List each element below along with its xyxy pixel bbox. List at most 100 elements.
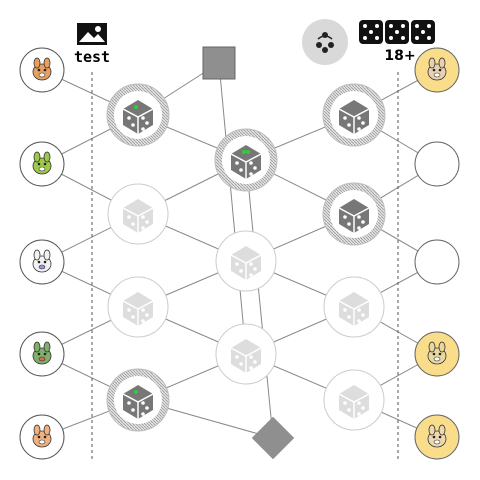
die-pip bbox=[361, 406, 365, 410]
die-pip bbox=[131, 408, 135, 412]
player-bird[interactable] bbox=[19, 141, 65, 187]
die-pip bbox=[127, 308, 131, 312]
animal-eye bbox=[43, 68, 47, 72]
animal-ear bbox=[43, 424, 51, 436]
die-pip bbox=[357, 308, 361, 312]
reward-4[interactable] bbox=[414, 331, 460, 377]
dice-node-c1-r1[interactable] bbox=[106, 83, 170, 147]
goal-square[interactable] bbox=[202, 46, 236, 80]
goal-diamond[interactable] bbox=[251, 416, 295, 460]
reward-1[interactable] bbox=[414, 47, 460, 93]
dice-node-c2-r3[interactable] bbox=[215, 323, 277, 385]
animal-snout bbox=[433, 356, 441, 362]
animal-snout bbox=[38, 166, 46, 172]
animal-ear bbox=[33, 151, 41, 163]
green-pip bbox=[134, 105, 138, 109]
dog-reward-icon bbox=[427, 57, 447, 81]
player-bunny[interactable] bbox=[19, 239, 65, 285]
right-label: 18+ bbox=[384, 48, 416, 64]
dice-node-c1-r4[interactable] bbox=[106, 368, 170, 432]
reward-3[interactable] bbox=[414, 239, 460, 285]
die-pip bbox=[249, 161, 253, 165]
die-pip bbox=[347, 222, 351, 226]
animal-eye bbox=[432, 68, 436, 72]
die-pip bbox=[127, 401, 131, 405]
reward-slot bbox=[414, 141, 460, 187]
die-pip bbox=[239, 168, 243, 172]
left-label: test bbox=[73, 48, 111, 66]
dice-node-c3-r3[interactable] bbox=[323, 276, 385, 338]
mode-button[interactable] bbox=[302, 19, 348, 65]
divider-layer bbox=[91, 72, 399, 462]
animal-eye bbox=[432, 435, 436, 439]
player-dog[interactable] bbox=[19, 47, 65, 93]
die-pip bbox=[141, 319, 145, 323]
player-turtle[interactable] bbox=[19, 331, 65, 377]
animal-eye bbox=[43, 435, 47, 439]
connector-line bbox=[218, 62, 249, 355]
animal-eye bbox=[37, 352, 41, 356]
die-pip bbox=[127, 116, 131, 120]
animal-ear bbox=[428, 341, 436, 353]
die-pip bbox=[239, 362, 243, 366]
die-pip bbox=[343, 401, 347, 405]
animal-snout bbox=[38, 356, 46, 362]
die-pip bbox=[131, 315, 135, 319]
animal-eye bbox=[37, 260, 41, 264]
die-pip bbox=[145, 313, 149, 317]
animal-ear bbox=[428, 57, 436, 69]
die-pip bbox=[235, 355, 239, 359]
die-pip bbox=[141, 401, 145, 405]
player-cat[interactable] bbox=[19, 414, 65, 460]
die-pip bbox=[239, 269, 243, 273]
cat-icon bbox=[32, 424, 52, 448]
animal-ear bbox=[33, 341, 41, 353]
green-pip bbox=[134, 390, 138, 394]
animal-ear bbox=[438, 424, 446, 436]
dice-node-c1-r3[interactable] bbox=[107, 276, 169, 338]
dice-counter bbox=[358, 18, 436, 46]
animal-ear bbox=[43, 57, 51, 69]
reward-5[interactable] bbox=[414, 414, 460, 460]
community-dots-icon bbox=[316, 32, 334, 53]
dice-icon bbox=[411, 20, 435, 44]
animal-snout bbox=[433, 439, 441, 445]
connector-line bbox=[245, 159, 276, 439]
die-pip bbox=[361, 313, 365, 317]
animal-snout bbox=[38, 439, 46, 445]
animal-eye bbox=[438, 435, 442, 439]
die-pip bbox=[249, 273, 253, 277]
animal-ear bbox=[43, 341, 51, 353]
die-pip bbox=[141, 127, 145, 131]
die-pip bbox=[235, 161, 239, 165]
dice-node-c3-r1[interactable] bbox=[322, 83, 386, 147]
animal-snout bbox=[38, 264, 46, 270]
dice-node-c3-r2[interactable] bbox=[322, 182, 386, 246]
dice-node-c2-r1[interactable] bbox=[214, 128, 278, 192]
image-icon bbox=[76, 22, 108, 46]
die-pip bbox=[343, 308, 347, 312]
die-pip bbox=[127, 215, 131, 219]
dice-icon bbox=[385, 20, 409, 44]
die-pip bbox=[131, 222, 135, 226]
die-pip bbox=[343, 215, 347, 219]
bird-reward-icon bbox=[427, 341, 447, 365]
die-pip bbox=[357, 226, 361, 230]
die-pip bbox=[357, 319, 361, 323]
dice-node-c3-r4[interactable] bbox=[323, 369, 385, 431]
die-pip bbox=[357, 401, 361, 405]
animal-eye bbox=[438, 352, 442, 356]
turtle-icon bbox=[32, 341, 52, 365]
dice-node-c1-r2[interactable] bbox=[107, 183, 169, 245]
side-layer bbox=[19, 47, 460, 460]
die-pip bbox=[141, 308, 145, 312]
dice-node-c2-r2[interactable] bbox=[215, 230, 277, 292]
reward-2[interactable] bbox=[414, 141, 460, 187]
die-pip bbox=[141, 215, 145, 219]
die-pip bbox=[357, 215, 361, 219]
animal-ear bbox=[33, 57, 41, 69]
animal-eye bbox=[37, 162, 41, 166]
die-pip bbox=[141, 116, 145, 120]
animal-ear bbox=[438, 57, 446, 69]
